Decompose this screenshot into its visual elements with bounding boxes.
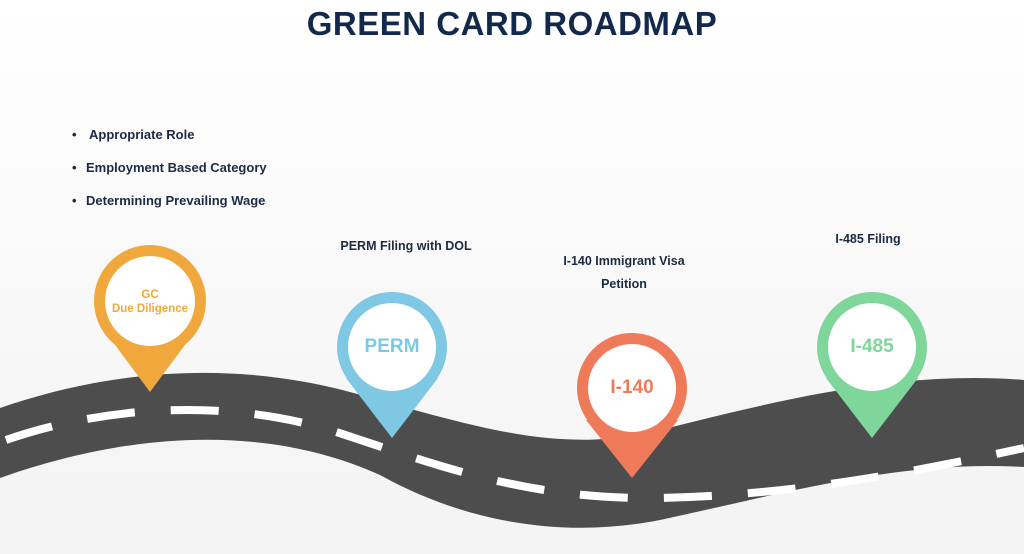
pin-i485 — [817, 292, 927, 438]
pin-i485-text: I-485 — [850, 336, 894, 357]
list-item: •Employment Based Category — [72, 160, 267, 175]
due-diligence-list: •Appropriate Role •Employment Based Cate… — [72, 122, 267, 221]
pin-i140 — [577, 333, 687, 478]
perm-step-label: PERM Filing with DOL — [340, 239, 472, 253]
pin-gc-line1: GC — [141, 289, 159, 301]
page-title: GREEN CARD ROADMAP — [306, 5, 718, 42]
i140-label-line2: Petition — [601, 277, 647, 291]
list-item: •Determining Prevailing Wage — [72, 193, 266, 208]
pin-gc-due-diligence — [94, 245, 206, 392]
list-item: •Appropriate Role — [72, 127, 195, 142]
i140-step-label: I-140 Immigrant Visa Petition — [534, 250, 714, 296]
pin-perm — [337, 292, 447, 438]
pin-gc-line2: Due Diligence — [111, 303, 189, 315]
i140-label-line1: I-140 Immigrant Visa — [563, 254, 685, 268]
pin-gc-text: GC Due Diligence — [100, 288, 200, 316]
pin-perm-text: PERM — [364, 336, 420, 357]
lane-markings — [4, 406, 1024, 503]
i485-step-label: I-485 Filing — [835, 232, 901, 246]
pin-i140-text: I-140 — [610, 377, 654, 398]
